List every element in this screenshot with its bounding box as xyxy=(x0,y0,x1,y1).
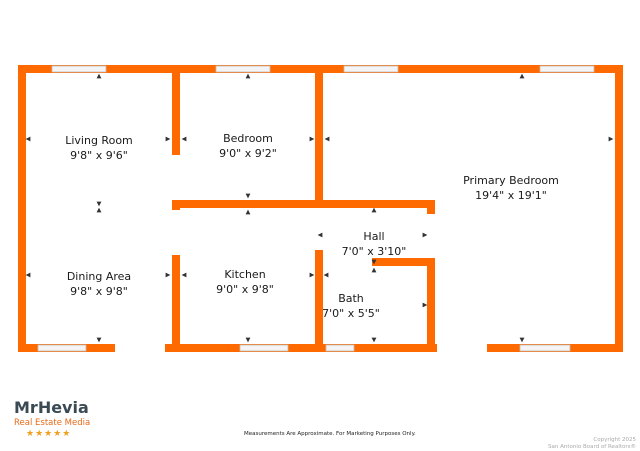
window xyxy=(37,344,87,352)
dimension-arrow-icon xyxy=(245,193,251,199)
wall-segment xyxy=(18,65,26,352)
dimension-arrow-icon xyxy=(181,272,187,278)
dimension-arrow-icon xyxy=(422,232,428,238)
windows xyxy=(37,65,595,352)
wall-segment xyxy=(172,65,180,155)
room-primary-bedroom: Primary Bedroom 19'4" x 19'1" xyxy=(463,173,559,203)
room-bedroom: Bedroom 9'0" x 9'2" xyxy=(219,131,277,161)
room-dimensions: 9'0" x 9'2" xyxy=(219,147,277,160)
wall-segment xyxy=(172,200,434,208)
window xyxy=(51,65,107,73)
room-name: Hall xyxy=(363,230,385,243)
room-dimensions: 9'8" x 9'8" xyxy=(70,285,128,298)
copyright-line: San Antonio Board of Realtors® xyxy=(548,444,636,450)
dimension-arrow-icon xyxy=(371,267,377,273)
dimension-arrow-icon xyxy=(519,337,525,343)
dimension-arrow-icon xyxy=(96,73,102,79)
room-bath: Bath 7'0" x 5'5" xyxy=(322,291,380,321)
room-name: Dining Area xyxy=(66,270,132,283)
company-logo: MrHevia Real Estate Media ★★★★★ xyxy=(10,398,100,442)
window xyxy=(215,65,271,73)
room-dimensions: 9'8" x 9'6" xyxy=(70,149,128,162)
dimension-arrow-icon xyxy=(165,272,171,278)
dimension-arrow-icon xyxy=(309,272,315,278)
wall-segment xyxy=(315,65,323,208)
wall-segment xyxy=(615,65,623,352)
window xyxy=(325,344,355,352)
dimension-arrow-icon xyxy=(181,136,187,142)
wall-segment xyxy=(427,258,435,352)
room-dimensions: 7'0" x 3'10" xyxy=(341,245,407,258)
dimension-arrow-icon xyxy=(371,337,377,343)
dimension-arrow-icon xyxy=(608,136,614,142)
room-dimensions: 19'4" x 19'1" xyxy=(475,189,547,202)
room-name: Living Room xyxy=(65,134,133,147)
dimension-arrow-icon xyxy=(324,136,330,142)
dimension-arrow-icon xyxy=(245,337,251,343)
dimension-arrow-icon xyxy=(422,302,428,308)
disclaimer-text: Measurements Are Approximate. For Market… xyxy=(244,431,416,437)
room-name: Bedroom xyxy=(223,132,273,145)
dimension-arrow-icon xyxy=(96,337,102,343)
window xyxy=(539,65,595,73)
copyright-line: Copyright 2025 xyxy=(593,437,636,443)
window xyxy=(343,65,399,73)
wall-segment xyxy=(315,250,323,350)
room-dining-area: Dining Area 9'8" x 9'8" xyxy=(67,269,131,299)
dimension-arrow-icon xyxy=(519,73,525,79)
dimension-arrow-icon xyxy=(96,207,102,213)
dimension-arrow-icon xyxy=(323,272,329,278)
room-name: Primary Bedroom xyxy=(463,174,559,187)
walls xyxy=(18,65,623,352)
dimension-arrow-icon xyxy=(165,136,171,142)
dimension-arrow-icon xyxy=(245,73,251,79)
window xyxy=(519,344,571,352)
room-living-room: Living Room 9'8" x 9'6" xyxy=(65,133,133,163)
room-hall: Hall 7'0" x 3'10" xyxy=(342,229,407,259)
logo-tagline: Real Estate Media xyxy=(14,418,91,428)
room-name: Bath xyxy=(338,292,364,305)
room-name: Kitchen xyxy=(224,268,266,281)
wall-segment xyxy=(165,344,437,352)
wall-segment xyxy=(372,258,435,266)
window xyxy=(239,344,289,352)
logo-stars-icon: ★★★★★ xyxy=(26,429,72,439)
room-dimensions: 9'0" x 9'8" xyxy=(216,283,274,296)
dimension-arrow-icon xyxy=(25,136,31,142)
dimension-arrow-icon xyxy=(317,232,323,238)
copyright-notice: Copyright 2025 San Antonio Board of Real… xyxy=(548,437,636,451)
dimension-arrow-icon xyxy=(309,136,315,142)
dimension-arrow-icon xyxy=(371,259,377,265)
wall-segment xyxy=(172,255,180,352)
logo-wordmark: MrHevia xyxy=(14,398,89,417)
wall-segment xyxy=(427,200,435,214)
room-dimensions: 7'0" x 5'5" xyxy=(322,307,380,320)
dimension-markers xyxy=(25,73,614,343)
dimension-arrow-icon xyxy=(371,207,377,213)
dimension-arrow-icon xyxy=(96,201,102,207)
room-kitchen: Kitchen 9'0" x 9'8" xyxy=(216,267,274,297)
dimension-arrow-icon xyxy=(245,209,251,215)
dimension-arrow-icon xyxy=(25,272,31,278)
